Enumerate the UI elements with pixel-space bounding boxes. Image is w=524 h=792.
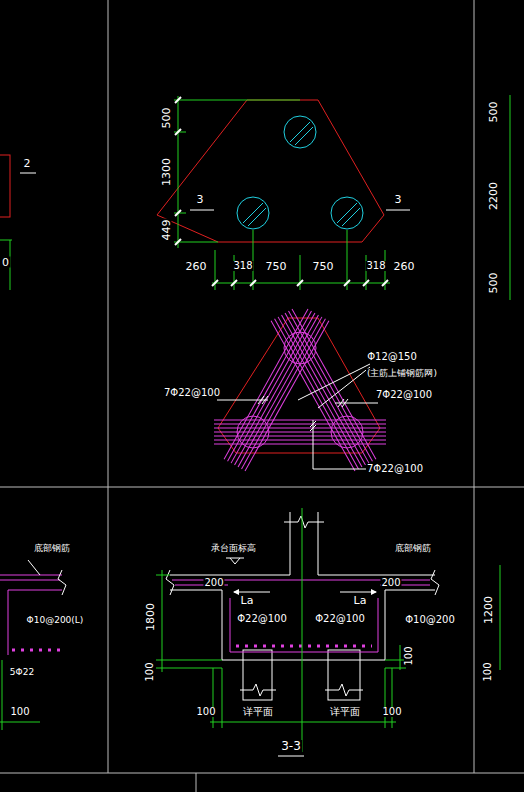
dimension-label: 260 [393,261,416,272]
partial-section [0,560,66,730]
dimension-label: 750 [265,261,288,272]
dimension-label: 500 [161,107,172,130]
dimension-label: 0 [1,257,10,268]
dimension-label: 7Φ22@100 [366,464,424,474]
dimension-label: Φ22@100 [314,614,366,624]
dimension-label: Φ22@100 [236,614,288,624]
dimension-label: 2 [23,158,32,169]
dimension-label: 详平面 [242,707,274,717]
dimension-label: (主筋上铺钢筋网) [366,369,438,378]
dimension-label: 1800 [145,602,156,632]
dimension-label: 1300 [161,157,172,187]
dimension-label: 100 [404,645,414,666]
dimension-label: Φ10@200 [404,615,456,625]
dimension-label: 1200 [483,595,494,625]
dimension-label: La [353,595,368,606]
rebar-plan [214,309,386,471]
dimension-label: Φ10@200(L) [26,616,85,625]
dimension-label: 7Φ22@100 [375,390,433,400]
dimension-label: 500 [488,272,499,295]
dimension-label: 100 [195,707,216,717]
dimension-label: 500 [488,101,499,124]
dimension-label: 449 [161,219,172,242]
dimension-label: 200 [203,578,224,588]
dimension-label: 底部钢筋 [33,544,71,553]
dimension-label: 5Φ22 [9,668,35,677]
pile-cap-plan [157,95,510,300]
dimension-label: 承台面标高 [210,544,257,553]
dimension-label: 318 [365,261,386,271]
section-3-3 [156,508,500,756]
dimension-label: 200 [380,578,401,588]
partial-view [0,155,36,290]
dimension-label: 100 [381,707,402,717]
dimension-label: 3 [196,194,205,205]
dimension-label: Φ12@150 [366,352,418,362]
dimension-label: La [240,595,255,606]
dimension-label: 底部钢筋 [394,544,432,553]
dimension-label: 2200 [488,181,499,211]
dimension-label: 100 [9,707,30,717]
dimension-label: 详平面 [329,707,361,717]
dimension-label: 3 [394,194,403,205]
dimension-label: 3-3 [280,740,302,752]
dimension-label: 7Φ22@100 [163,388,221,398]
dimension-label: 750 [312,261,335,272]
dimension-label: 100 [483,661,493,682]
dimension-label: 318 [232,261,253,271]
dimension-label: 100 [145,661,155,682]
dimension-label: 260 [185,261,208,272]
